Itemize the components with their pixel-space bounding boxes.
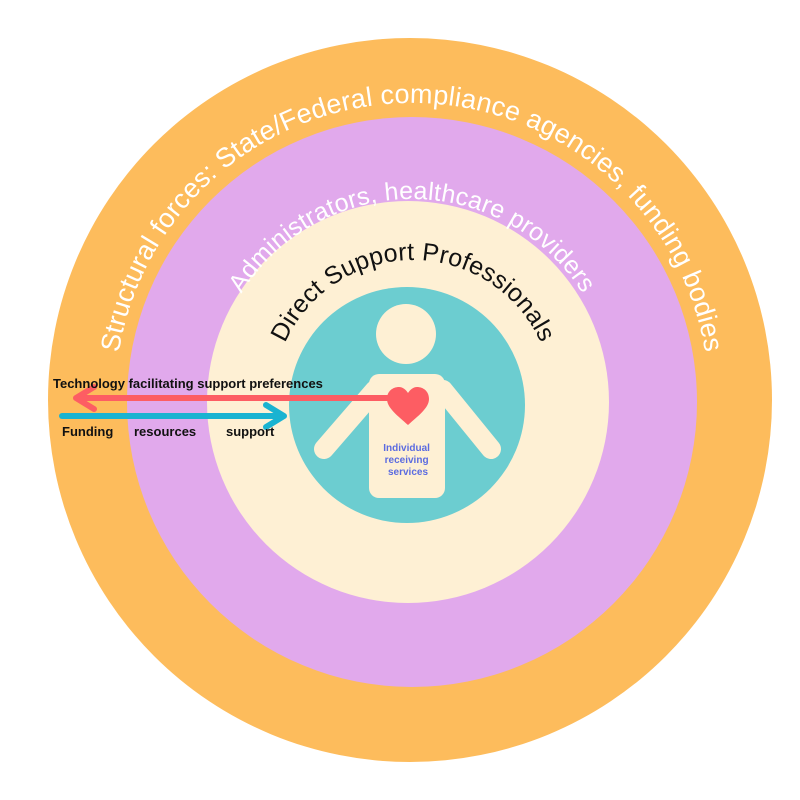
- funding-arrowhead: [263, 402, 287, 430]
- person-label-line-1: Individual: [383, 443, 430, 454]
- technology-arrowhead: [73, 384, 97, 412]
- funding-label: Funding: [62, 424, 113, 439]
- technology-arrow: [73, 384, 399, 412]
- support-label: support: [226, 424, 275, 439]
- person-label: Individual receiving services: [383, 443, 432, 478]
- person-head: [376, 304, 436, 364]
- funding-arrow: [59, 402, 287, 430]
- person-label-line-2: receiving: [385, 455, 429, 466]
- person-label-line-3: services: [388, 467, 428, 478]
- resources-label: resources: [134, 424, 196, 439]
- heart-icon: [387, 387, 429, 425]
- technology-arrow-label: Technology facilitating support preferen…: [53, 376, 323, 391]
